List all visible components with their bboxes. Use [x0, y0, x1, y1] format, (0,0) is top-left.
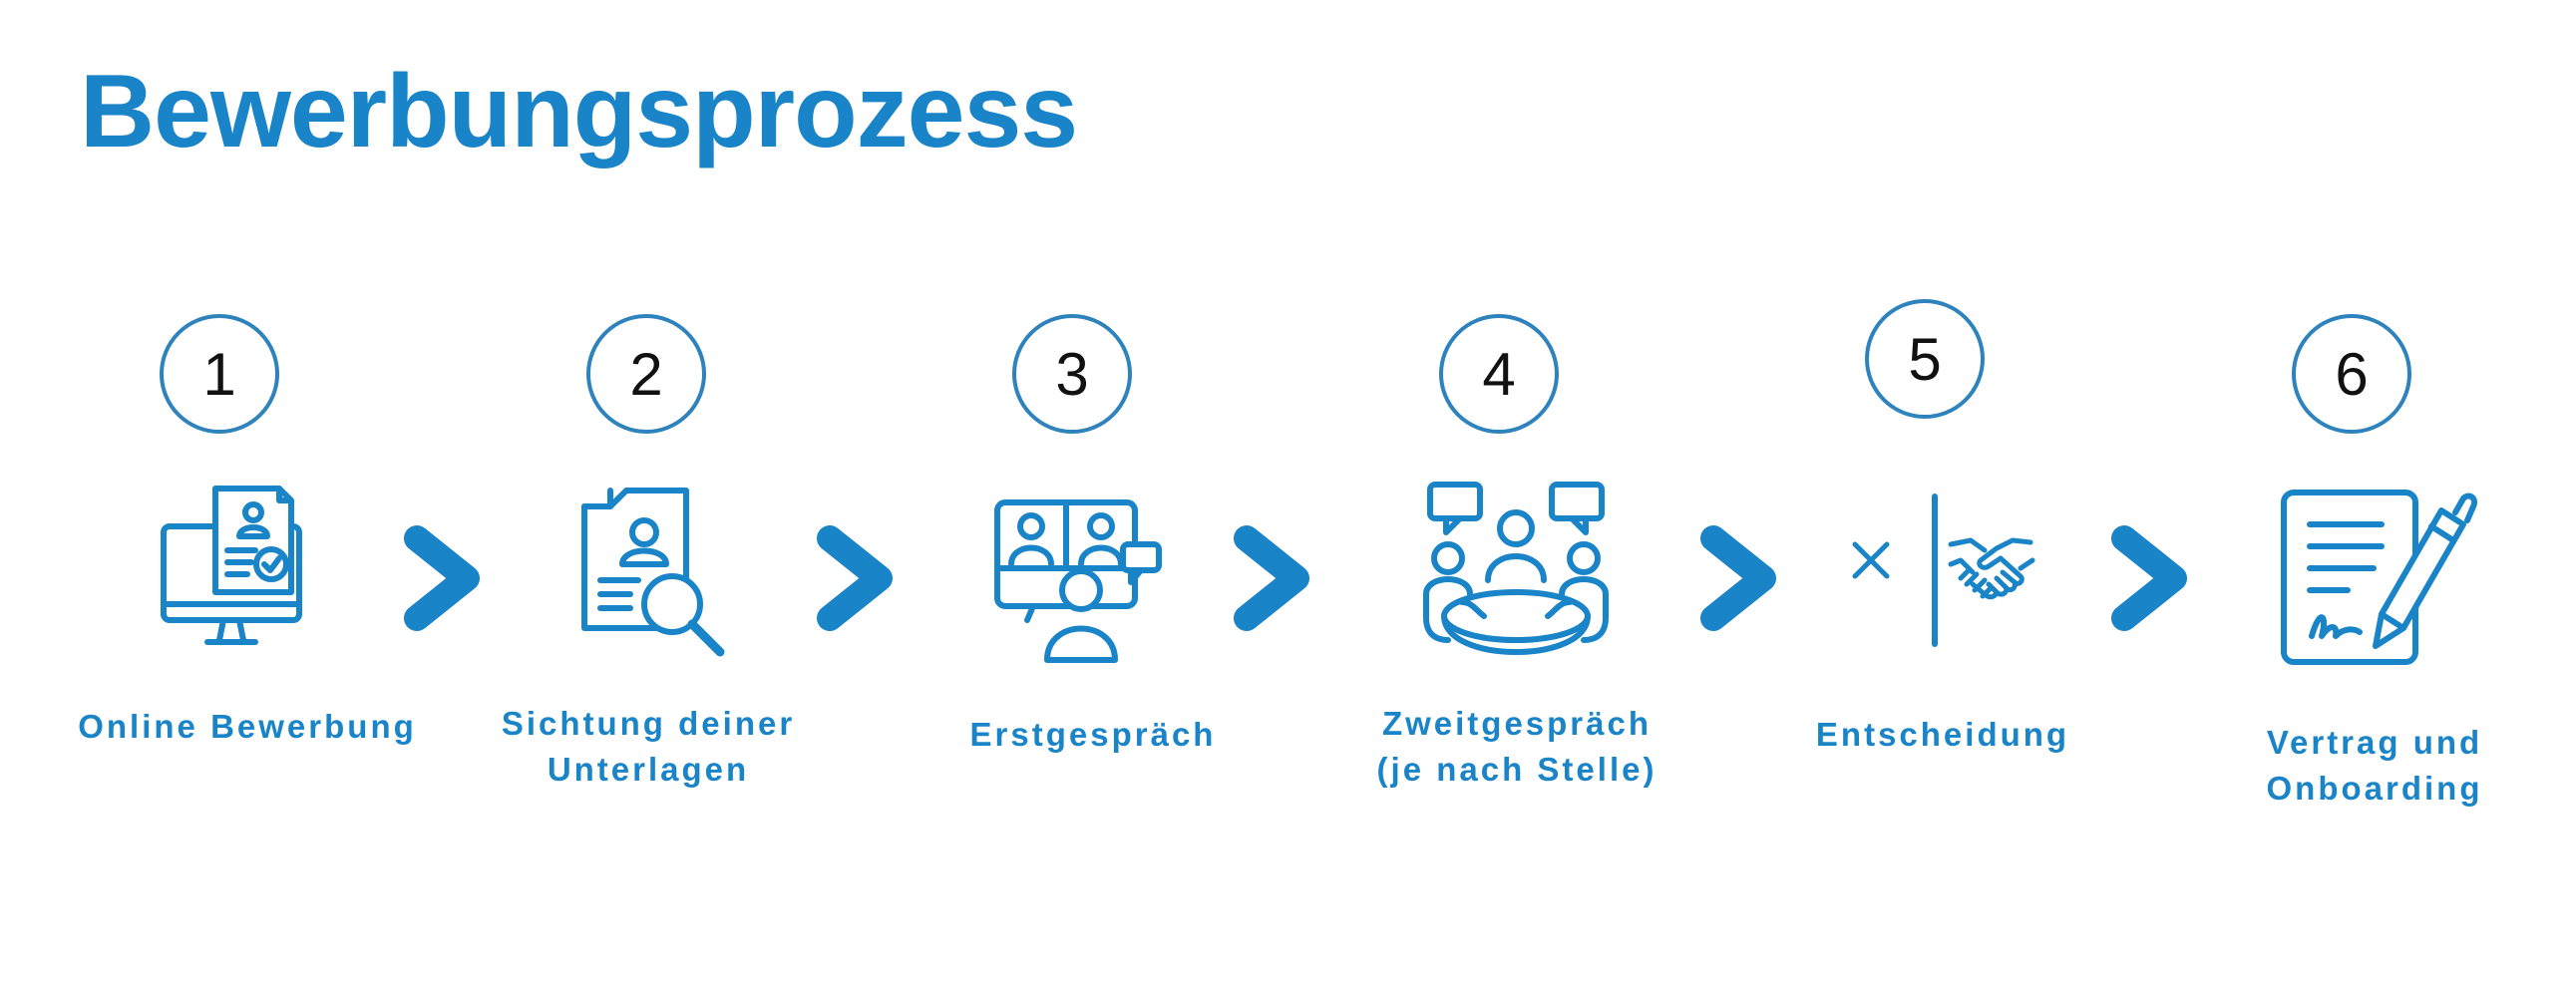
step-4-label-line-2: (je nach Stelle): [1376, 751, 1657, 788]
monitor-document-check-icon: [120, 469, 339, 668]
chevron-right-icon: [1227, 518, 1316, 638]
chevron-right-icon: [2104, 518, 2194, 638]
step-3-label: Erstgespräch: [904, 712, 1283, 758]
step-6-label: Vertrag und Onboarding: [2185, 720, 2564, 812]
step-4-label-line-1: Zweitgespräch: [1381, 705, 1653, 742]
step-2-label-line-2: Unterlagen: [547, 751, 750, 788]
step-2-label-line-1: Sichtung deiner: [501, 705, 796, 742]
meeting-table-icon: [1406, 469, 1626, 668]
chevron-right-icon: [810, 518, 900, 638]
page-title: Bewerbungsprozess: [80, 54, 1078, 169]
step-1-number: 1: [160, 314, 279, 434]
step-4-number: 4: [1439, 314, 1559, 434]
step-5-label-line-1: Entscheidung: [1815, 716, 2070, 753]
document-magnifier-icon: [539, 469, 758, 668]
step-3-label-line-1: Erstgespräch: [969, 716, 1217, 753]
chevron-right-icon: [397, 518, 487, 638]
decision-cross-handshake-icon: [1825, 469, 2044, 668]
step-2-label: Sichtung deiner Unterlagen: [459, 701, 838, 793]
step-6-label-line-1: Vertrag und: [2266, 724, 2483, 761]
contract-pen-icon: [2264, 469, 2483, 668]
step-1-label: Online Bewerbung: [58, 704, 437, 750]
step-5-number: 5: [1865, 299, 1985, 419]
step-6-number: 6: [2292, 314, 2411, 434]
step-1-label-line-1: Online Bewerbung: [78, 708, 417, 745]
step-2-number: 2: [586, 314, 706, 434]
step-4-label: Zweitgespräch (je nach Stelle): [1327, 701, 1706, 793]
step-3-number: 3: [1012, 314, 1132, 434]
step-5-label: Entscheidung: [1753, 712, 2132, 758]
chevron-right-icon: [1693, 518, 1783, 638]
step-6-label-line-2: Onboarding: [2266, 770, 2483, 807]
video-call-icon: [967, 469, 1187, 668]
